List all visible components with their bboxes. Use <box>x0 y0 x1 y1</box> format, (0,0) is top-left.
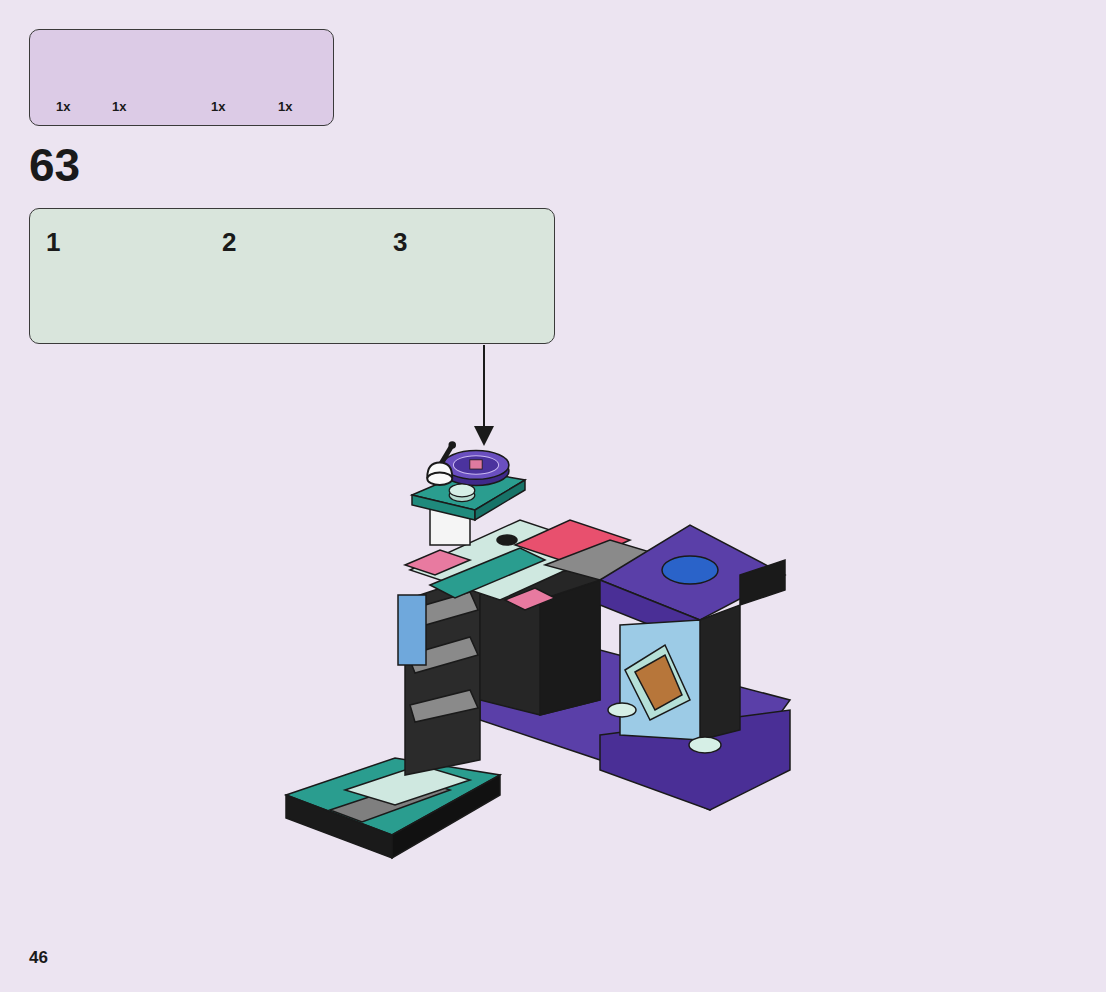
step-number: 63 <box>29 142 80 188</box>
substep-panel: 1 2 3 <box>29 208 555 344</box>
substep-number: 1 <box>46 229 60 255</box>
substep-number: 3 <box>393 229 407 255</box>
part-count: 1x <box>56 100 70 113</box>
part-count: 1x <box>112 100 126 113</box>
substep-number: 2 <box>222 229 236 255</box>
part-count: 1x <box>278 100 292 113</box>
part-count: 1x <box>211 100 225 113</box>
page-number: 46 <box>29 949 48 966</box>
parts-panel: 1x 1x 1x 1x <box>29 29 334 126</box>
